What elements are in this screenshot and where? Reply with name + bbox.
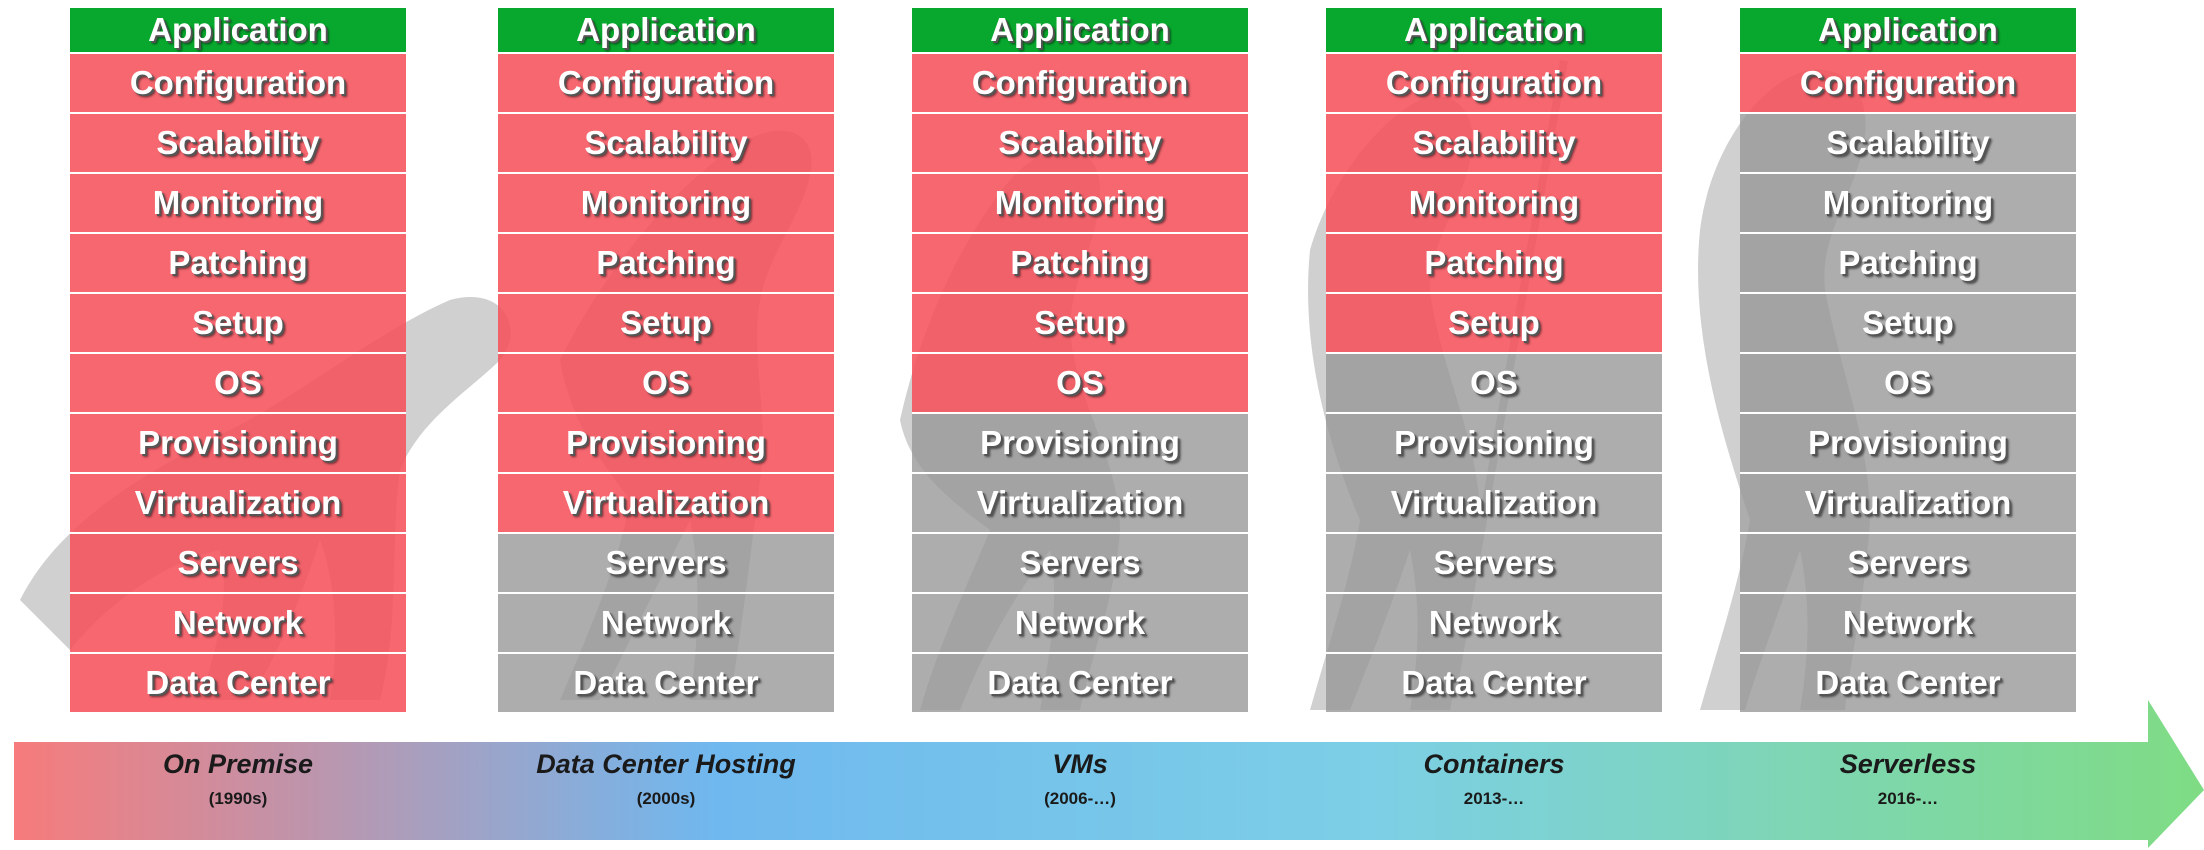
layer-application: Application [498,8,834,54]
layer-data-center: Data Center [1326,654,1662,714]
layer-application: Application [1326,8,1662,54]
layer-os: OS [498,354,834,414]
layer-servers: Servers [498,534,834,594]
layer-configuration: Configuration [1326,54,1662,114]
layer-virtualization: Virtualization [498,474,834,534]
era-date: (2000s) [636,789,696,808]
layer-configuration: Configuration [1740,54,2076,114]
era-name: On Premise [162,749,314,779]
era-containers: Containers 2013-… [1334,748,1654,812]
era-date: 2016-… [1877,789,1939,808]
era-name: VMs [1052,749,1108,779]
layer-virtualization: Virtualization [1326,474,1662,534]
layer-application: Application [1740,8,2076,54]
layer-provisioning: Provisioning [1740,414,2076,474]
layer-os: OS [912,354,1248,414]
layer-patching: Patching [498,234,834,294]
layer-provisioning: Provisioning [70,414,406,474]
layer-configuration: Configuration [70,54,406,114]
layer-scalability: Scalability [1740,114,2076,174]
layer-data-center: Data Center [1740,654,2076,714]
era-date: 2013-… [1463,789,1525,808]
layer-network: Network [70,594,406,654]
layer-virtualization: Virtualization [70,474,406,534]
layer-scalability: Scalability [70,114,406,174]
layer-monitoring: Monitoring [1740,174,2076,234]
layer-setup: Setup [1740,294,2076,354]
layer-network: Network [912,594,1248,654]
layer-setup: Setup [498,294,834,354]
layer-servers: Servers [70,534,406,594]
layer-virtualization: Virtualization [1740,474,2076,534]
layer-setup: Setup [70,294,406,354]
layer-data-center: Data Center [498,654,834,714]
era-name: Serverless [1839,749,1977,779]
layer-monitoring: Monitoring [70,174,406,234]
layer-provisioning: Provisioning [1326,414,1662,474]
layer-os: OS [1326,354,1662,414]
layer-data-center: Data Center [70,654,406,714]
layer-provisioning: Provisioning [912,414,1248,474]
layer-scalability: Scalability [498,114,834,174]
layer-network: Network [1740,594,2076,654]
layer-servers: Servers [912,534,1248,594]
layer-patching: Patching [1740,234,2076,294]
layer-monitoring: Monitoring [1326,174,1662,234]
layer-virtualization: Virtualization [912,474,1248,534]
layer-monitoring: Monitoring [912,174,1248,234]
layer-application: Application [70,8,406,54]
layer-provisioning: Provisioning [498,414,834,474]
layer-data-center: Data Center [912,654,1248,714]
layer-configuration: Configuration [498,54,834,114]
layer-servers: Servers [1740,534,2076,594]
layer-patching: Patching [912,234,1248,294]
layer-setup: Setup [1326,294,1662,354]
era-data-center-hosting: Data Center Hosting (2000s) [506,748,826,812]
layer-application: Application [912,8,1248,54]
era-vms: VMs (2006-…) [920,748,1240,812]
layer-os: OS [1740,354,2076,414]
layer-servers: Servers [1326,534,1662,594]
layer-scalability: Scalability [912,114,1248,174]
layer-setup: Setup [912,294,1248,354]
layer-patching: Patching [70,234,406,294]
layer-configuration: Configuration [912,54,1248,114]
layer-network: Network [498,594,834,654]
era-on-premise: On Premise (1990s) [78,748,398,812]
era-name: Containers [1423,749,1565,779]
era-date: (2006-…) [1044,789,1116,808]
layer-os: OS [70,354,406,414]
layer-network: Network [1326,594,1662,654]
era-name: Data Center Hosting [536,749,796,779]
era-serverless: Serverless 2016-… [1748,748,2068,812]
layer-monitoring: Monitoring [498,174,834,234]
layer-scalability: Scalability [1326,114,1662,174]
layer-patching: Patching [1326,234,1662,294]
era-date: (1990s) [208,789,268,808]
